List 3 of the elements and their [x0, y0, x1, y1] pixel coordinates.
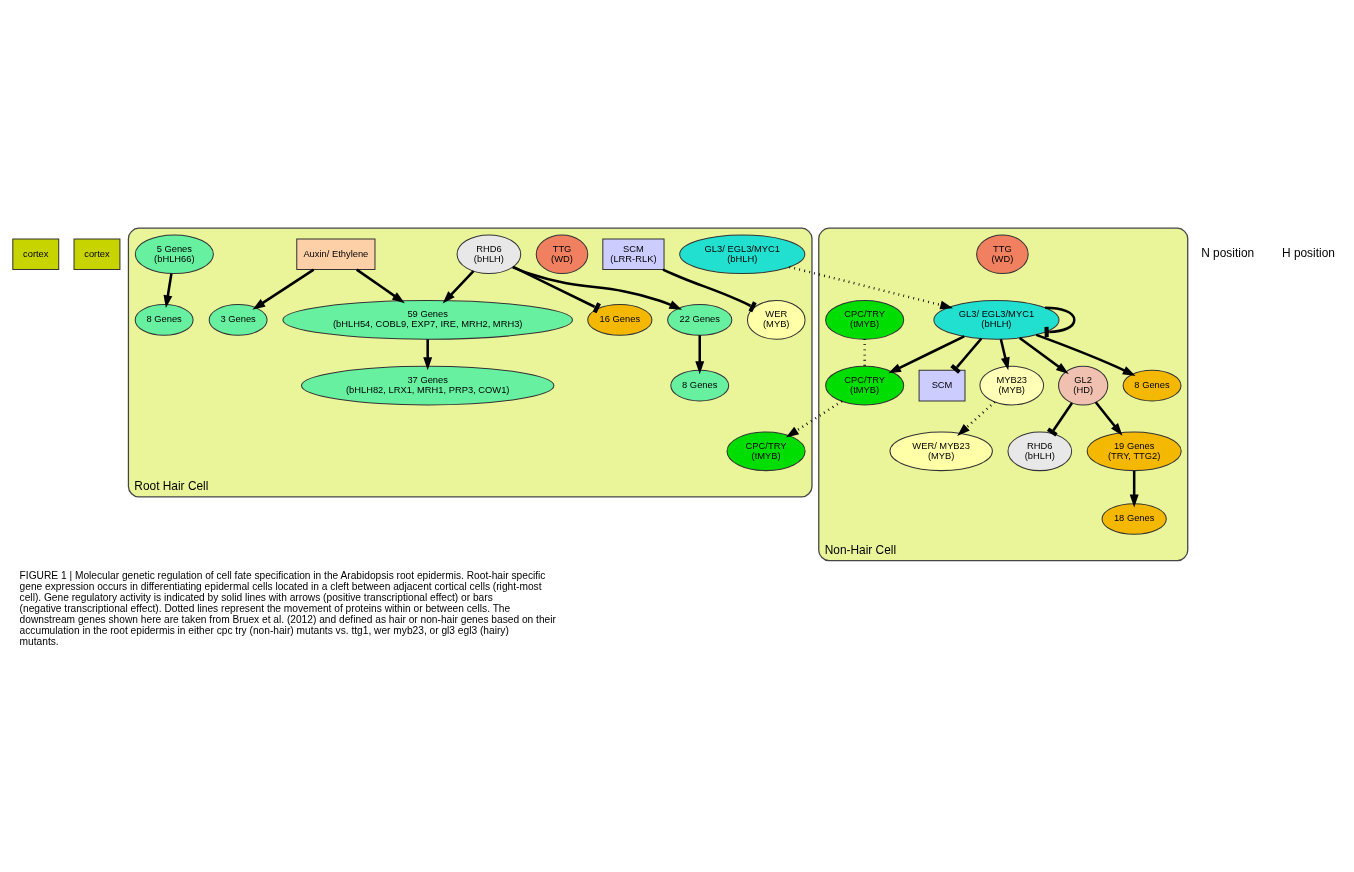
label: H position [1282, 245, 1335, 260]
caption: FIGURE 1 | Molecular genetic regulation of cell fate specification in the Arabidopsis root epidermis. Root-hair specific gene expression occurs in differentiating epidermal cells located in a cleft between adjacent cortical cells (right-most cell). Gene regulatory activity is indicated by solid lines with arrows (positive transcriptional effect) or bars (negative transcriptional effect). Dotted lines represent the movement of proteins within or between cells. The downstream genes shown here are taken from Bruex et al. (2012) and defined as hair or non-hair genes based on their accumulation in the root epidermis in either cpc try (non-hair) mutants vs. ttg1, wer myb23, or gl3 egl3 (hairy) mutants. [19, 569, 556, 647]
label: N position [1201, 245, 1255, 260]
